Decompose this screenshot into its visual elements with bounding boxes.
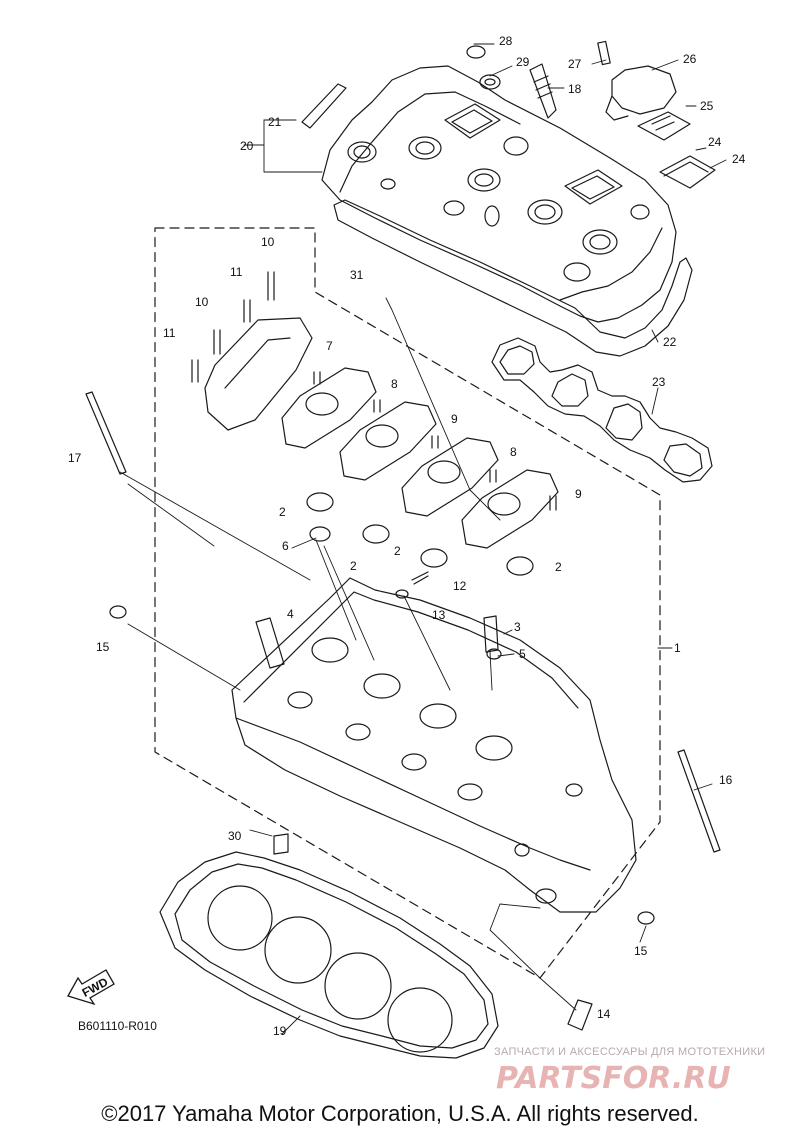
callout-22: 22	[663, 335, 677, 349]
callout-11: 11	[163, 326, 176, 340]
callout-31: 31	[350, 268, 364, 282]
assembly-boundary	[154, 227, 661, 979]
cap-bolts	[191, 271, 557, 511]
callout-20: 20	[240, 139, 254, 153]
reference-code: B601110-R010	[78, 1019, 157, 1033]
callout-2: 2	[394, 544, 401, 558]
callout-29: 29	[516, 55, 530, 69]
cover-gasket	[333, 199, 693, 357]
callout-8: 8	[391, 377, 398, 391]
plug-6	[309, 526, 331, 542]
callout-17: 17	[68, 451, 82, 465]
callout-23: 23	[652, 375, 666, 389]
callout-30: 30	[228, 829, 242, 843]
callout-28: 28	[499, 34, 513, 48]
leader-lines	[119, 43, 727, 1035]
callout-19: 19	[273, 1024, 287, 1038]
callout-7: 7	[326, 339, 333, 353]
callout-6: 6	[282, 539, 289, 553]
callout-16: 16	[719, 773, 733, 787]
callout-21: 21	[268, 115, 282, 129]
head-gasket	[159, 851, 499, 1059]
callout-13: 13	[432, 608, 446, 622]
callout-3: 3	[514, 620, 521, 634]
dowel-30	[273, 833, 289, 855]
washer-13	[395, 589, 409, 599]
callout-8: 8	[510, 445, 517, 459]
bolt-12	[411, 571, 429, 585]
callout-2: 2	[555, 560, 562, 574]
bolt-17	[85, 391, 127, 475]
callout-12: 12	[453, 579, 467, 593]
seal-5	[486, 648, 502, 660]
camshaft-caps	[204, 317, 559, 549]
head-cover	[321, 65, 677, 323]
cylinder-head	[231, 577, 637, 913]
callout-15: 15	[634, 944, 648, 958]
watermark: ЗАПЧАСТИ И АКСЕССУАРЫ ДЛЯ МОТОТЕХНИКИ PA…	[494, 1046, 765, 1096]
callout-14: 14	[597, 1007, 611, 1021]
callout-18: 18	[568, 82, 582, 96]
copyright-notice: ©2017 Yamaha Motor Corporation, U.S.A. A…	[101, 1101, 699, 1126]
plug-well-gasket	[491, 337, 713, 483]
callout-26: 26	[683, 52, 697, 66]
callout-10: 10	[261, 235, 275, 249]
callout-labels: 1 2 2 2 2 3 4 5 6 7 8 8 9 9 10 10 11 11 …	[68, 34, 746, 1038]
callout-11: 11	[230, 265, 243, 279]
bolt-28-head	[466, 45, 486, 59]
cam-sensor-group	[597, 40, 716, 189]
washer-29	[479, 74, 501, 90]
callout-24: 24	[732, 152, 746, 166]
callout-5: 5	[519, 647, 526, 661]
watermark-tagline: ЗАПЧАСТИ И АКСЕССУАРЫ ДЛЯ МОТОТЕХНИКИ	[494, 1046, 765, 1058]
plug-15-lower	[637, 911, 655, 925]
callout-27: 27	[568, 57, 582, 71]
callout-24: 24	[708, 135, 722, 149]
stud-14	[567, 999, 593, 1031]
callout-9: 9	[451, 412, 458, 426]
callout-10: 10	[195, 295, 209, 309]
o-rings	[306, 492, 534, 576]
callout-25: 25	[700, 99, 714, 113]
callout-2: 2	[350, 559, 357, 573]
callout-9: 9	[575, 487, 582, 501]
callout-2: 2	[279, 505, 286, 519]
callout-15: 15	[96, 640, 110, 654]
bracket-21	[301, 83, 347, 129]
dowel-3	[483, 615, 499, 653]
callout-4: 4	[287, 607, 294, 621]
dowel-4	[255, 617, 285, 669]
watermark-logo: PARTSFOR.RU	[496, 1061, 731, 1096]
callout-1: 1	[674, 641, 681, 655]
spark-plug	[529, 63, 557, 119]
washer-29-hole	[484, 78, 496, 86]
plug-15-upper	[109, 605, 127, 619]
bolt-16	[677, 749, 721, 853]
fwd-arrow-icon: FWD	[67, 969, 115, 1006]
